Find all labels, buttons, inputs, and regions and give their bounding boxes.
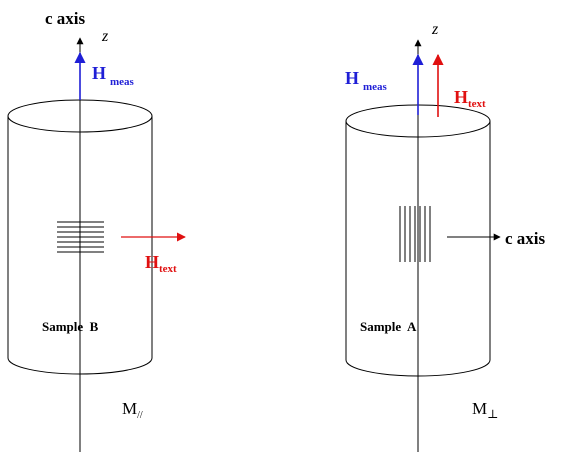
sample-b-label: Sample B [42, 319, 99, 334]
stripes-horizontal [57, 221, 104, 253]
c-axis-label-top: c axis [45, 9, 86, 28]
stripes-vertical [399, 206, 431, 262]
z-label-right: z [431, 21, 439, 38]
m-parallel-label: M// [122, 399, 143, 421]
sample-a-label: Sample A [360, 319, 417, 334]
m-perp-label: M⊥ [472, 399, 498, 421]
h-text-label-left: Htext [145, 252, 177, 275]
c-axis-label-right: c axis [505, 229, 546, 248]
h-text-label-right: Htext [454, 87, 486, 110]
z-label-left: z [101, 28, 109, 45]
